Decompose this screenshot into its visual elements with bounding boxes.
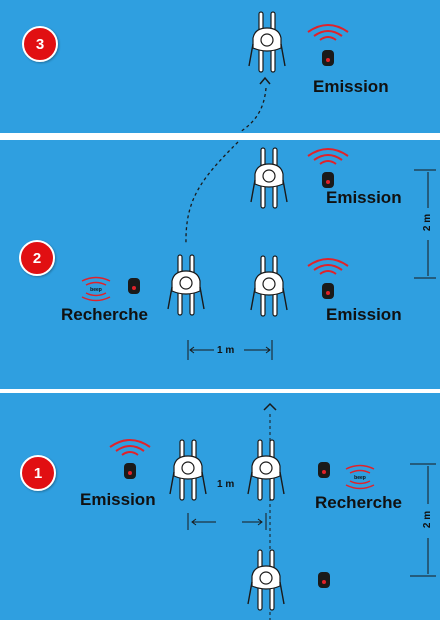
step-badge-3: 3 — [22, 26, 58, 62]
skier-icon — [248, 11, 286, 73]
emission-label-3: Emission — [313, 77, 389, 96]
signal-waves-icon — [307, 148, 349, 165]
skier-icon — [247, 549, 285, 611]
skier-icon — [247, 439, 285, 501]
beacon-icon — [322, 283, 334, 299]
spacing-1m-label-1: 1 m — [217, 479, 235, 490]
skier-icon — [250, 147, 288, 209]
signal-waves-icon — [109, 439, 151, 456]
svg-text:beep: beep — [90, 287, 102, 293]
skier-icon — [169, 439, 207, 501]
svg-text:beep: beep — [354, 475, 366, 481]
beacon-icon — [128, 278, 140, 294]
signal-waves-icon — [307, 24, 349, 41]
beacon-icon — [124, 463, 136, 479]
beacon-icon — [318, 462, 330, 478]
emission-label-2-top: Emission — [326, 188, 402, 207]
panel-step-2 — [0, 140, 440, 389]
panel-step-3 — [0, 0, 440, 133]
emission-label-1: Emission — [80, 490, 156, 509]
beacon-icon — [322, 50, 334, 66]
signal-waves-icon — [307, 258, 349, 275]
spacing-1m-label-2: 1 m — [217, 345, 235, 356]
beacon-icon — [318, 572, 330, 588]
direction-arrow-icon — [259, 76, 271, 85]
skier-icon — [250, 255, 288, 317]
direction-arrow-icon — [263, 402, 277, 411]
step-badge-2: 2 — [19, 240, 55, 276]
panel-step-1 — [0, 393, 440, 620]
beacon-icon — [322, 172, 334, 188]
recherche-label-1: Recherche — [315, 493, 402, 512]
emission-label-2-bottom: Emission — [326, 305, 402, 324]
step-badge-1: 1 — [20, 455, 56, 491]
recherche-label-2: Recherche — [61, 305, 148, 324]
skier-icon — [167, 254, 205, 316]
